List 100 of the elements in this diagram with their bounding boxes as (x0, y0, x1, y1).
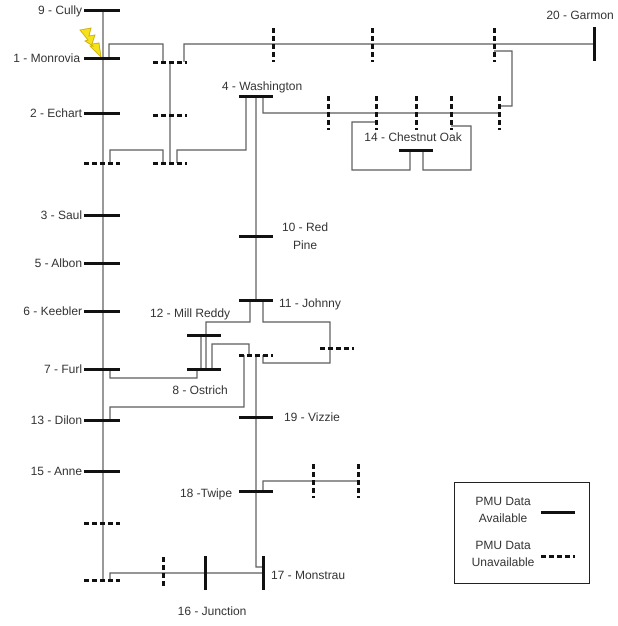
power-line (109, 572, 163, 580)
power-line (262, 348, 331, 364)
power-line (102, 58, 104, 113)
bus-bar (239, 94, 273, 98)
bus-bar (239, 416, 273, 418)
legend-text: PMU Data Unavailable (470, 537, 536, 571)
power-line (376, 112, 416, 114)
bus-label: 17 - Monstrau (271, 567, 346, 583)
bus-label: 20 - Garmon (546, 7, 614, 23)
bus-label: 5 - Albon (34, 255, 82, 271)
bus-label: 7 - Furl (44, 361, 82, 377)
power-line (262, 96, 328, 114)
dashed-bus-bar (162, 557, 164, 589)
power-line (102, 10, 104, 58)
power-line (255, 491, 263, 568)
dashed-bus-bar (84, 522, 120, 524)
bus-label: 2 - Echart (30, 105, 82, 121)
power-line (108, 43, 164, 62)
power-line (255, 96, 257, 236)
dashed-bus-bar (326, 96, 330, 130)
dashed-bus-bar (450, 96, 452, 130)
bus-label: 18 -Twipe (180, 485, 232, 501)
bus-label: 10 - Red Pine (280, 219, 330, 254)
bus-label: 3 - Saul (40, 207, 82, 223)
dashed-bus-bar (414, 96, 418, 130)
power-line (328, 112, 376, 114)
dashed-bus-bar (153, 162, 187, 164)
power-line (102, 420, 104, 471)
bus-label: 6 - Keebler (23, 303, 82, 319)
dashed-bus-bar (84, 162, 120, 164)
bus-bar (84, 470, 120, 472)
power-line (313, 480, 358, 482)
bus-label: 15 - Anne (30, 463, 82, 479)
bus-bar (84, 8, 120, 12)
dashed-bus-bar (492, 28, 496, 62)
power-line (109, 149, 164, 163)
bus-label: 14 - Chestnut Oak (364, 129, 462, 145)
dashed-bus-bar (153, 114, 187, 116)
power-line (372, 43, 494, 45)
legend-text: PMU Data Available (474, 493, 532, 527)
power-line (255, 417, 257, 491)
power-line (169, 62, 171, 115)
power-line (262, 300, 331, 348)
power-line (494, 43, 594, 45)
bus-bar (84, 262, 120, 264)
bus-bar (84, 418, 120, 422)
power-line (262, 480, 313, 491)
bus-bar (84, 310, 120, 312)
power-line (416, 112, 451, 114)
bus-label: 4 - Washington (222, 78, 302, 94)
dashed-bus-bar (153, 60, 187, 64)
power-line (102, 369, 104, 420)
power-line (102, 263, 104, 311)
bus-label: 12 - Mill Reddy (150, 305, 230, 321)
bus-bar (262, 556, 264, 590)
bus-bar (239, 490, 273, 492)
bus-bar (187, 368, 221, 370)
power-line (163, 572, 205, 574)
power-line (109, 369, 198, 379)
power-line (200, 335, 202, 369)
bus-label: 11 - Johnny (279, 295, 341, 311)
power-line (102, 523, 104, 580)
power-line (102, 113, 104, 163)
power-line (205, 300, 251, 369)
bus-bar (239, 234, 273, 238)
power-line (205, 572, 263, 574)
power-line (255, 355, 257, 417)
power-line (176, 96, 247, 163)
bus-bar (187, 334, 221, 336)
dashed-bus-bar (356, 464, 360, 498)
bus-label: 13 - Dilon (30, 412, 82, 428)
dashed-bus-bar (239, 354, 273, 356)
bus-bar (204, 556, 206, 590)
power-line (109, 355, 245, 420)
bus-bar (84, 112, 120, 114)
bus-label: 16 - Junction (178, 603, 246, 619)
bus-bar (592, 27, 596, 61)
power-line (273, 43, 372, 45)
bus-label: 9 - Cully (38, 2, 82, 18)
power-line (351, 121, 411, 171)
power-line (494, 50, 513, 107)
power-line (255, 236, 257, 300)
bus-label: 8 - Ostrich (172, 382, 228, 398)
dashed-bus-bar (272, 28, 274, 62)
bus-bar (239, 298, 273, 302)
bus-bar (84, 56, 120, 60)
power-line (169, 115, 171, 163)
power-line (183, 43, 273, 62)
dashed-bus-bar (370, 28, 374, 62)
bus-bar (84, 368, 120, 370)
dashed-bus-bar (498, 96, 500, 130)
dashed-bus-bar (320, 346, 354, 350)
bus-label: 19 - Vizzie (284, 409, 340, 425)
power-line (451, 112, 499, 114)
dashed-bus-bar (312, 464, 314, 498)
bus-bar (399, 148, 433, 152)
bus-label: 1 - Monrovia (13, 50, 80, 66)
power-line (102, 215, 104, 263)
dashed-bus-bar (374, 96, 378, 130)
power-line (102, 311, 104, 369)
